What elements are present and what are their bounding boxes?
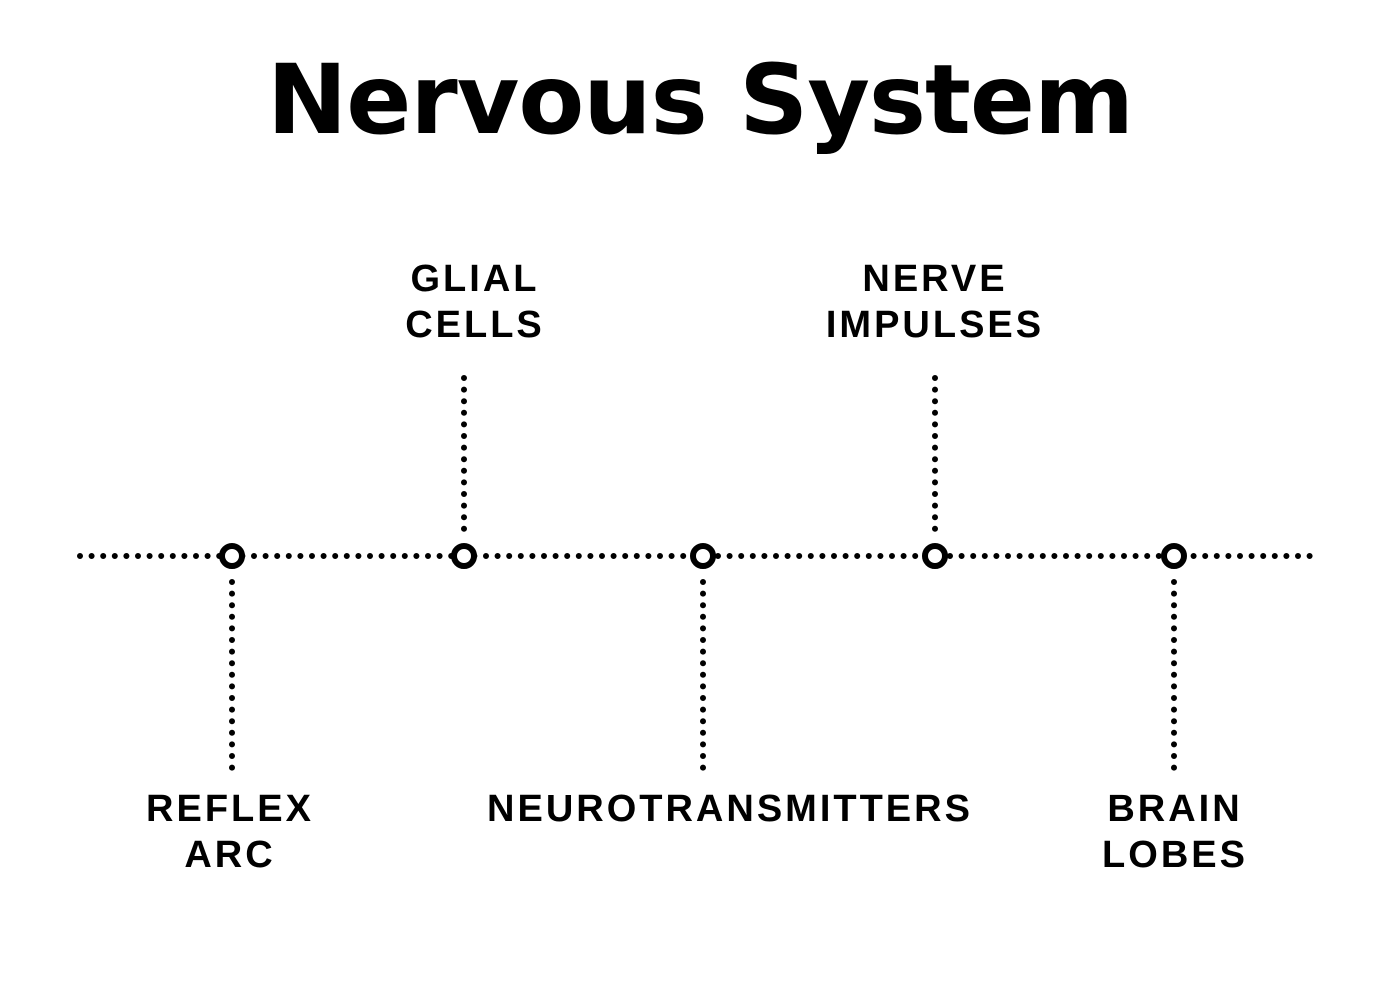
label-reflex-arc: REFLEX ARC [146,788,314,876]
label-nerve-impulses: NERVE IMPULSES [825,258,1045,346]
label-brain-lobes: BRAIN LOBES [1102,788,1248,876]
node-brain-lobes [1161,543,1187,569]
node-neurotransmitters [690,543,716,569]
label-glial-cells: GLIAL CELLS [405,258,545,346]
page-title: Nervous System [266,44,1134,156]
label-neurotransmitters: NEUROTRANSMITTERS [487,788,973,830]
node-nerve-impulses [922,543,948,569]
node-glial-cells [451,543,477,569]
node-reflex-arc [219,543,245,569]
